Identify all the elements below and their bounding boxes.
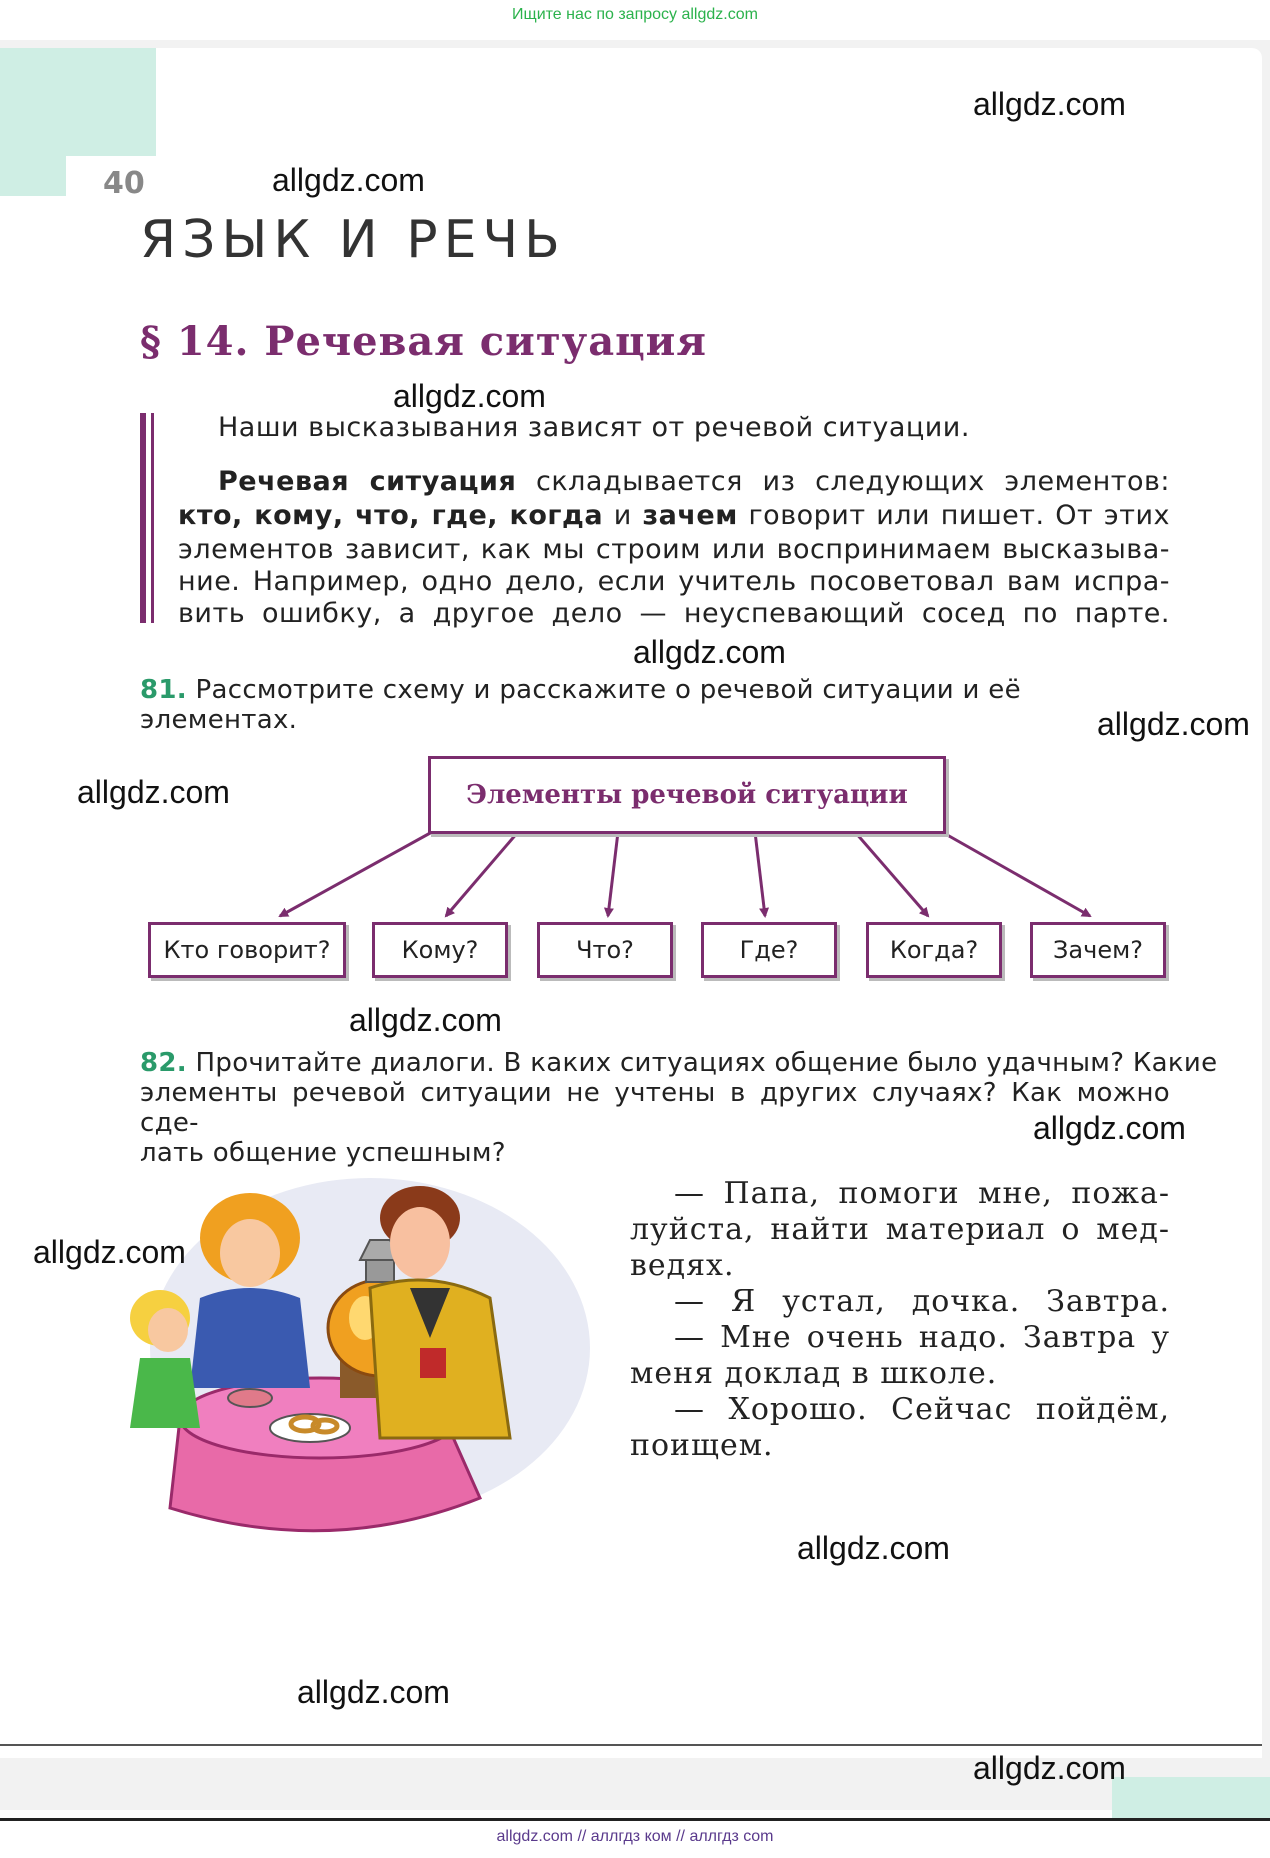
- arrow-when: [853, 831, 930, 918]
- exercise-81: 81. Рассмотрите схему и расскажите о реч…: [140, 675, 1170, 735]
- arrow-what: [603, 831, 620, 918]
- page-corner-decoration-bottom: [1112, 1777, 1270, 1821]
- rule-line-3: кто, кому, что, где, когда и зачем говор…: [178, 500, 1170, 532]
- top-banner-text[interactable]: Ищите нас по запросу allgdz.com: [512, 6, 758, 23]
- arrow-why: [941, 830, 1092, 918]
- exercise-82-line-2: элементы речевой ситуации не учтены в др…: [140, 1078, 1170, 1138]
- exercise-82-number: 82.: [140, 1048, 187, 1078]
- rule-line-2: Речевая ситуация складывается из следующ…: [218, 466, 1170, 498]
- scheme-item-who: Кто говорит?: [148, 922, 346, 978]
- section-title: ЯЗЫК И РЕЧЬ: [140, 210, 566, 270]
- dialog-line-1: — Папа, помоги мне, пожа-: [674, 1176, 1170, 1211]
- arrow-where: [753, 831, 770, 918]
- watermark: allgdz.com: [1033, 1110, 1186, 1146]
- rule-line-1: Наши высказывания зависят от речевой сит…: [218, 412, 970, 443]
- page-number: 40: [103, 166, 145, 201]
- exercise-81-text: Рассмотрите схему и расскажите о речевой…: [140, 675, 1021, 735]
- scheme-item-where: Где?: [701, 922, 837, 978]
- exercise-82-line-3: лать общение успешным?: [140, 1138, 506, 1168]
- dialog-line-2: луйста, найти материал о мед-: [630, 1212, 1170, 1247]
- exercise-82: 82. Прочитайте диалоги. В каких ситуация…: [140, 1048, 1217, 1168]
- exercise-82-line-1: Прочитайте диалоги. В каких ситуациях об…: [186, 1048, 1218, 1078]
- rule-elements-bold: кто, кому, что, где, когда: [178, 500, 604, 531]
- watermark: allgdz.com: [393, 378, 546, 414]
- scheme-item-whom: Кому?: [372, 922, 508, 978]
- page-corner-notch: [66, 156, 156, 196]
- watermark: allgdz.com: [973, 86, 1126, 122]
- rule-line-3-text: говорит или пишет. От этих: [737, 500, 1170, 531]
- page-bottom-rule: [0, 1744, 1262, 1746]
- watermark: allgdz.com: [973, 1750, 1126, 1786]
- scheme-title-box: Элементы речевой ситуации: [428, 756, 946, 834]
- rule-term: Речевая ситуация: [218, 466, 517, 497]
- watermark: allgdz.com: [1097, 706, 1250, 742]
- arrow-who: [278, 830, 433, 918]
- dialog-line-3: ведях.: [630, 1248, 735, 1283]
- exercise-81-number: 81.: [140, 675, 187, 705]
- scheme-item-when: Когда?: [866, 922, 1002, 978]
- rule-line-3-and: и: [603, 500, 643, 531]
- dialog-line-7: — Хорошо. Сейчас пойдём,: [674, 1392, 1170, 1427]
- dialog-line-6: меня доклад в школе.: [630, 1356, 998, 1391]
- watermark: allgdz.com: [33, 1234, 186, 1270]
- footer-rule: [0, 1818, 1270, 1821]
- scheme-title: Элементы речевой ситуации: [466, 780, 908, 810]
- scheme-arrows: [278, 830, 1092, 918]
- rule-elements-bold-why: зачем: [642, 500, 738, 531]
- dialog-line-5: — Мне очень надо. Завтра у: [674, 1320, 1170, 1355]
- top-banner: [0, 0, 1270, 40]
- scheme-item-what: Что?: [537, 922, 673, 978]
- family-tea-illustration: [130, 1178, 590, 1533]
- footer-links[interactable]: allgdz.com // аллгдз ком // аллгдз com: [496, 1828, 774, 1845]
- dialog-line-8: поищем.: [630, 1428, 774, 1463]
- rule-line-2-text: складывается из следующих элементов:: [516, 466, 1171, 497]
- dialog-text: — Папа, помоги мне, пожа- луйста, найти …: [630, 1176, 1170, 1464]
- scheme-item-why: Зачем?: [1030, 922, 1166, 978]
- rule-marker-bar: [140, 413, 146, 623]
- watermark: allgdz.com: [297, 1674, 450, 1710]
- rule-line-5: ние. Например, одно дело, если учитель п…: [178, 566, 1170, 597]
- watermark: allgdz.com: [349, 1002, 502, 1038]
- paragraph-title: § 14. Речевая ситуация: [140, 318, 707, 365]
- rule-line-4: элементов зависит, как мы строим или вос…: [178, 534, 1170, 565]
- watermark: allgdz.com: [77, 774, 230, 810]
- watermark: allgdz.com: [272, 162, 425, 198]
- dialog-line-4: — Я устал, дочка. Завтра.: [674, 1284, 1170, 1319]
- watermark: allgdz.com: [633, 634, 786, 670]
- rule-marker-bar-thin: [151, 413, 154, 623]
- rule-line-6: вить ошибку, а другое дело — неуспевающи…: [178, 598, 1170, 629]
- watermark: allgdz.com: [797, 1530, 950, 1566]
- arrow-whom: [444, 831, 520, 918]
